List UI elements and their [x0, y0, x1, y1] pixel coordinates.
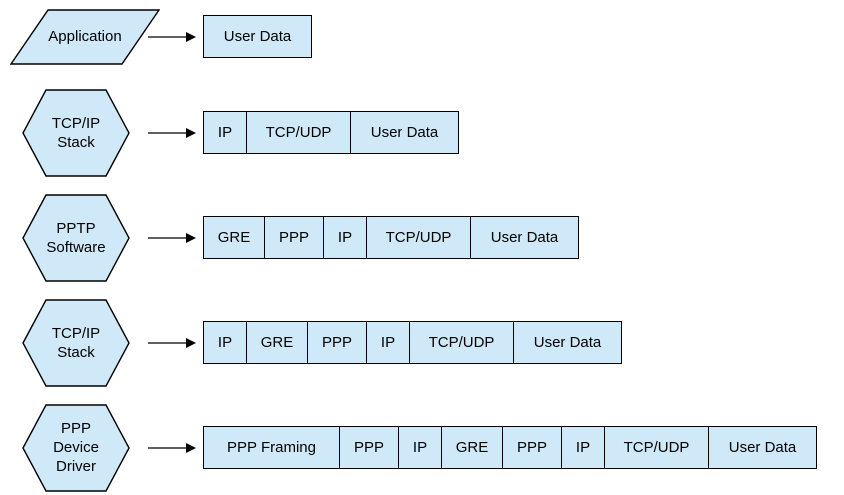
- packet-segment: TCP/UDP: [410, 322, 514, 363]
- stage-label-line: TCP/IP: [51, 324, 101, 342]
- right-arrow-icon: [148, 442, 196, 453]
- hexagon-icon: [22, 403, 130, 492]
- packet-segment: GRE: [247, 322, 308, 363]
- right-arrow-icon: [148, 337, 196, 348]
- packet-segment: TCP/UDP: [605, 427, 709, 468]
- packet-segment: PPP: [340, 427, 399, 468]
- packet-segment: IP: [367, 322, 410, 363]
- packet-segment: GRE: [204, 217, 265, 258]
- stage-label-line: PPP: [60, 420, 91, 437]
- packet-segment: GRE: [442, 427, 503, 468]
- stage-label-line: Stack: [57, 133, 95, 151]
- stage-label-line: Driver: [56, 458, 96, 475]
- packet-structure: User Data: [203, 15, 312, 58]
- packet-segment: PPP: [503, 427, 562, 468]
- stage-shape-parallelogram: Application: [10, 8, 160, 65]
- packet-segment: User Data: [709, 427, 816, 468]
- stage-label-line: Software: [46, 238, 106, 256]
- packet-segment: User Data: [204, 16, 311, 57]
- packet-segment: IP: [324, 217, 367, 258]
- packet-segment: PPP: [308, 322, 367, 363]
- packet-segment: IP: [204, 112, 247, 153]
- packet-segment: IP: [562, 427, 605, 468]
- hexagon-icon: [22, 298, 130, 387]
- stage-label-line: Application: [48, 28, 122, 45]
- stage-label-line: PPTP: [56, 219, 96, 237]
- stage-label-line: Device: [53, 439, 99, 456]
- right-arrow-icon: [148, 31, 196, 42]
- packet-segment: PPP Framing: [204, 427, 340, 468]
- packet-segment: IP: [399, 427, 442, 468]
- hexagon-icon: [22, 88, 130, 177]
- packet-segment: IP: [204, 322, 247, 363]
- packet-segment: TCP/UDP: [247, 112, 351, 153]
- packet-segment: User Data: [351, 112, 458, 153]
- packet-segment: User Data: [514, 322, 621, 363]
- right-arrow-icon: [148, 127, 196, 138]
- hexagon-icon: [22, 193, 130, 282]
- packet-segment: TCP/UDP: [367, 217, 471, 258]
- stage-label-line: TCP/IP: [51, 114, 101, 132]
- parallelogram-icon: [10, 8, 160, 65]
- packet-segment: PPP: [265, 217, 324, 258]
- stage-label-line: Stack: [57, 343, 95, 361]
- stage-label: Application: [10, 9, 160, 65]
- packet-segment: User Data: [471, 217, 578, 258]
- right-arrow-icon: [148, 232, 196, 243]
